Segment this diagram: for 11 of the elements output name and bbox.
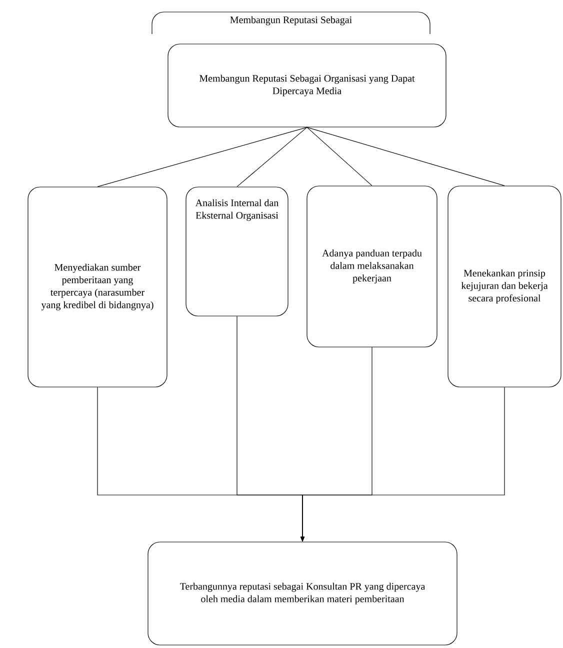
process-box: Terbangunnya reputasi sebagai Konsultan PR yang dipercaya oleh media dalam memberikan materi pemberitaan <box>148 542 458 646</box>
connector-line <box>236 127 308 187</box>
process-box: Menekankan prinsip kejujuran dan bekerja secara profesional <box>448 186 562 388</box>
process-box: Analisis Internal dan Eksternal Organisasi <box>186 186 288 316</box>
connector-line <box>97 127 308 187</box>
process-box: Membangun Reputasi Sebagai <box>152 12 430 34</box>
process-box: Membangun Reputasi Sebagai Organisasi yang Dapat Dipercaya Media <box>168 44 446 128</box>
connector-line <box>306 127 505 186</box>
connector-line <box>306 127 372 186</box>
process-box: Menyediakan sumber pemberitaan yang terpercaya (narasumber yang kredibel di bidangnya) <box>28 186 168 388</box>
process-box: Adanya panduan terpadu dalam melaksanakan pekerjaan <box>306 186 438 348</box>
